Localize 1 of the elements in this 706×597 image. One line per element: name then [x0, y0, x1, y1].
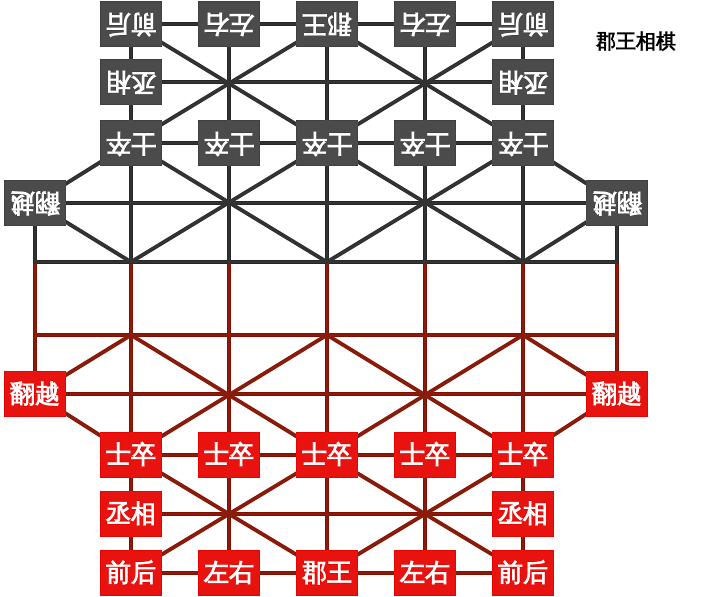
diagram-title: 郡王相棋: [596, 28, 676, 55]
